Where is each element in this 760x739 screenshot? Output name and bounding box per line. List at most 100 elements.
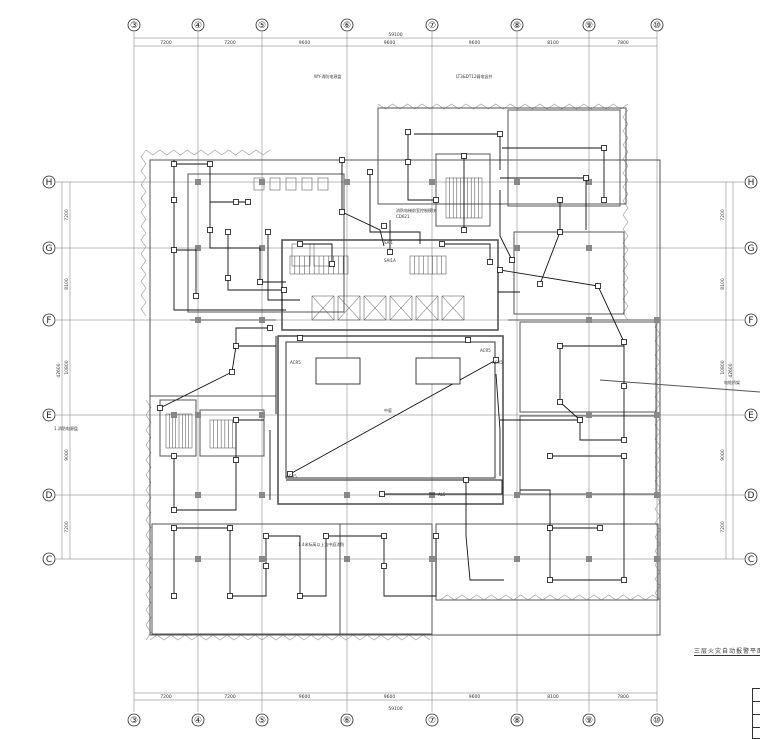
smoke-detector-icon <box>461 227 467 233</box>
dim-left: 7200 <box>64 209 70 221</box>
smoke-detector-icon <box>405 159 411 165</box>
smoke-detector-icon <box>557 343 563 349</box>
column-mark <box>514 556 520 562</box>
smoke-detector-icon <box>257 279 263 285</box>
dim-top: 9600 <box>299 40 311 46</box>
svg-text:E: E <box>46 411 52 421</box>
smoke-detector-icon <box>379 491 385 497</box>
smoke-detector-icon <box>339 209 345 215</box>
acr-label-4: ACR5 <box>492 360 503 365</box>
dim-top: 9600 <box>469 40 481 46</box>
smoke-detector-icon <box>171 507 177 513</box>
right-note: 电缆桥架 <box>724 379 740 385</box>
column-mark <box>654 492 660 498</box>
column-mark <box>654 412 660 418</box>
column-mark <box>586 492 592 498</box>
dim-bottom: 8100 <box>547 694 559 700</box>
axis-grid <box>56 32 744 712</box>
column-mark <box>586 317 592 323</box>
acr-label-1: ACR5 <box>480 348 491 353</box>
svg-text:⑨: ⑨ <box>585 716 593 726</box>
smoke-detector-icon <box>433 197 439 203</box>
dim-right: 8100 <box>720 278 726 290</box>
top-note-2: LT3&DT12弱电竖井 <box>456 73 492 79</box>
svg-text:G: G <box>46 244 53 254</box>
grid-bubble-left: F <box>42 313 56 327</box>
svg-text:④: ④ <box>194 716 202 726</box>
grid-bubble-bottom: ⑧ <box>510 713 524 727</box>
smoke-detector-icon <box>227 593 233 599</box>
sai-label: SAI1 <box>384 240 394 245</box>
smoke-detector-icon <box>381 533 387 539</box>
smoke-detector-icon <box>537 281 543 287</box>
column-mark <box>344 492 350 498</box>
dim-right: 9000 <box>720 449 726 461</box>
dim-bottom: 7200 <box>160 694 172 700</box>
smoke-detector-icon <box>233 417 239 423</box>
smoke-detector-icon <box>193 293 199 299</box>
column-mark <box>429 179 435 185</box>
grid-bubble-right: E <box>744 408 758 422</box>
atrium-elevators <box>315 357 461 385</box>
dim-bottom: 7800 <box>617 694 629 700</box>
column-mark <box>344 179 350 185</box>
smoke-detector-icon <box>297 335 303 341</box>
smoke-detector-icon <box>405 129 411 135</box>
smoke-detector-icon <box>461 153 467 159</box>
smoke-detector-icon <box>267 325 273 331</box>
smoke-detector-icon <box>171 593 177 599</box>
grid-bubble-top: ⑤ <box>255 18 269 32</box>
grid-bubble-bottom: ④ <box>191 713 205 727</box>
svg-text:H: H <box>46 178 53 188</box>
column-mark <box>429 556 435 562</box>
svg-text:⑩: ⑩ <box>653 21 661 31</box>
dim-right: 10800 <box>720 360 726 374</box>
detector-devices <box>157 129 627 599</box>
smoke-detector-icon <box>245 199 251 205</box>
grid-bubble-top: ⑩ <box>650 18 664 32</box>
dimension-chains: 5910059100720072007200720096009600960096… <box>56 32 734 712</box>
smoke-detector-icon <box>225 275 231 281</box>
dim-bottom: 9600 <box>469 694 481 700</box>
smoke-detector-icon <box>233 343 239 349</box>
column-mark <box>195 492 201 498</box>
grid-bubble-right: F <box>744 313 758 327</box>
svg-text:D: D <box>46 491 53 501</box>
smoke-detector-icon <box>601 145 607 151</box>
column-mark <box>259 492 265 498</box>
column-mark <box>429 492 435 498</box>
smoke-detector-icon <box>557 197 563 203</box>
grid-bubble-bottom: ⑩ <box>650 713 664 727</box>
smoke-detector-icon <box>281 287 287 293</box>
column-mark <box>195 412 201 418</box>
smoke-detector-icon <box>265 229 271 235</box>
svg-text:⑦: ⑦ <box>428 21 436 31</box>
column-mark <box>259 317 265 323</box>
smoke-detector-icon <box>439 241 445 247</box>
dim-bottom: 9600 <box>299 694 311 700</box>
dim-total-left: 42600 <box>56 363 62 377</box>
smoke-detector-icon <box>621 437 627 443</box>
smoke-detector-icon <box>339 157 345 163</box>
svg-text:⑦: ⑦ <box>428 716 436 726</box>
dim-right: 7200 <box>720 209 726 221</box>
smoke-detector-icon <box>227 525 233 531</box>
svg-text:C: C <box>748 555 754 565</box>
smoke-detector-icon <box>465 337 471 343</box>
smoke-detector-icon <box>207 161 213 167</box>
svg-text:G: G <box>748 244 755 254</box>
smoke-detector-icon <box>297 241 303 247</box>
smoke-detector-icon <box>493 357 499 363</box>
dim-top: 7200 <box>224 40 236 46</box>
grid-bubble-top: ④ <box>191 18 205 32</box>
sai2-label: SAI1A <box>384 258 396 263</box>
smoke-detector-icon <box>497 267 503 273</box>
grid-bubble-left: D <box>42 488 56 502</box>
structural-columns <box>171 179 660 562</box>
smoke-detector-icon <box>171 197 177 203</box>
column-mark <box>195 556 201 562</box>
svg-text:④: ④ <box>194 21 202 31</box>
smoke-detector-icon <box>263 563 269 569</box>
top-note-1: WY-消防电源盘 <box>314 73 341 79</box>
